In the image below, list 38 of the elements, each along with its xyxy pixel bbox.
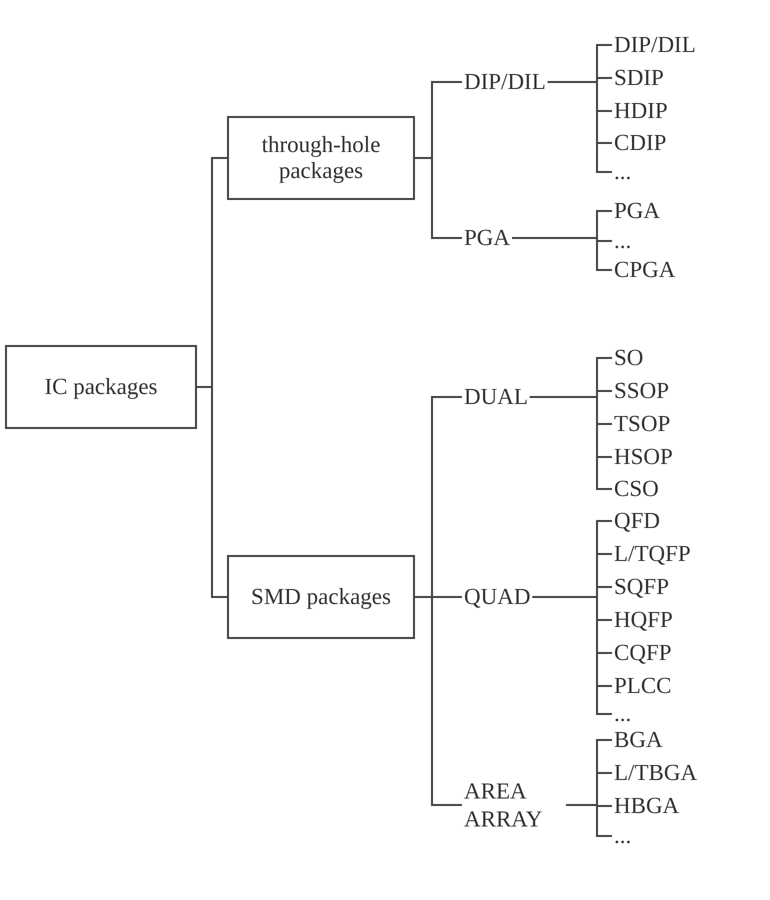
package-label: CDIP [612, 129, 668, 157]
package-label: BGA [612, 726, 665, 754]
package-label: CQFP [612, 639, 674, 667]
category-box: SMD packages [227, 555, 415, 639]
package-label: CPGA [612, 256, 678, 284]
package-label: QUAD [462, 583, 532, 611]
package-label: PGA [462, 224, 512, 252]
package-label: SQFP [612, 573, 671, 601]
package-label: HBGA [612, 792, 682, 820]
package-label: HQFP [612, 606, 675, 634]
package-label: ... [612, 700, 634, 728]
package-label: PLCC [612, 672, 674, 700]
package-label: ... [612, 227, 634, 255]
category-box: IC packages [5, 345, 197, 429]
category-box: through-hole packages [227, 116, 415, 200]
tree-connector [415, 596, 462, 806]
package-label: DIP/DIL [612, 31, 698, 59]
package-label: AREA ARRAY [462, 777, 566, 833]
tree-connector [197, 386, 227, 598]
package-label: SO [612, 344, 646, 372]
tree-connector [548, 81, 612, 173]
package-label: PGA [612, 197, 662, 225]
tree-connector [530, 396, 612, 490]
package-label: HSOP [612, 443, 675, 471]
package-label: SDIP [612, 64, 666, 92]
package-label: DUAL [462, 383, 530, 411]
package-label: L/TQFP [612, 540, 693, 568]
package-label: QFD [612, 507, 662, 535]
package-label: ... [612, 158, 634, 186]
tree-connector [415, 157, 462, 239]
tree-connector [532, 596, 612, 715]
package-label: L/TBGA [612, 759, 700, 787]
package-label: SSOP [612, 377, 671, 405]
package-label: HDIP [612, 97, 670, 125]
package-label: DIP/DIL [462, 68, 548, 96]
package-label: CSO [612, 475, 661, 503]
package-label: ... [612, 822, 634, 850]
package-label: TSOP [612, 410, 672, 438]
